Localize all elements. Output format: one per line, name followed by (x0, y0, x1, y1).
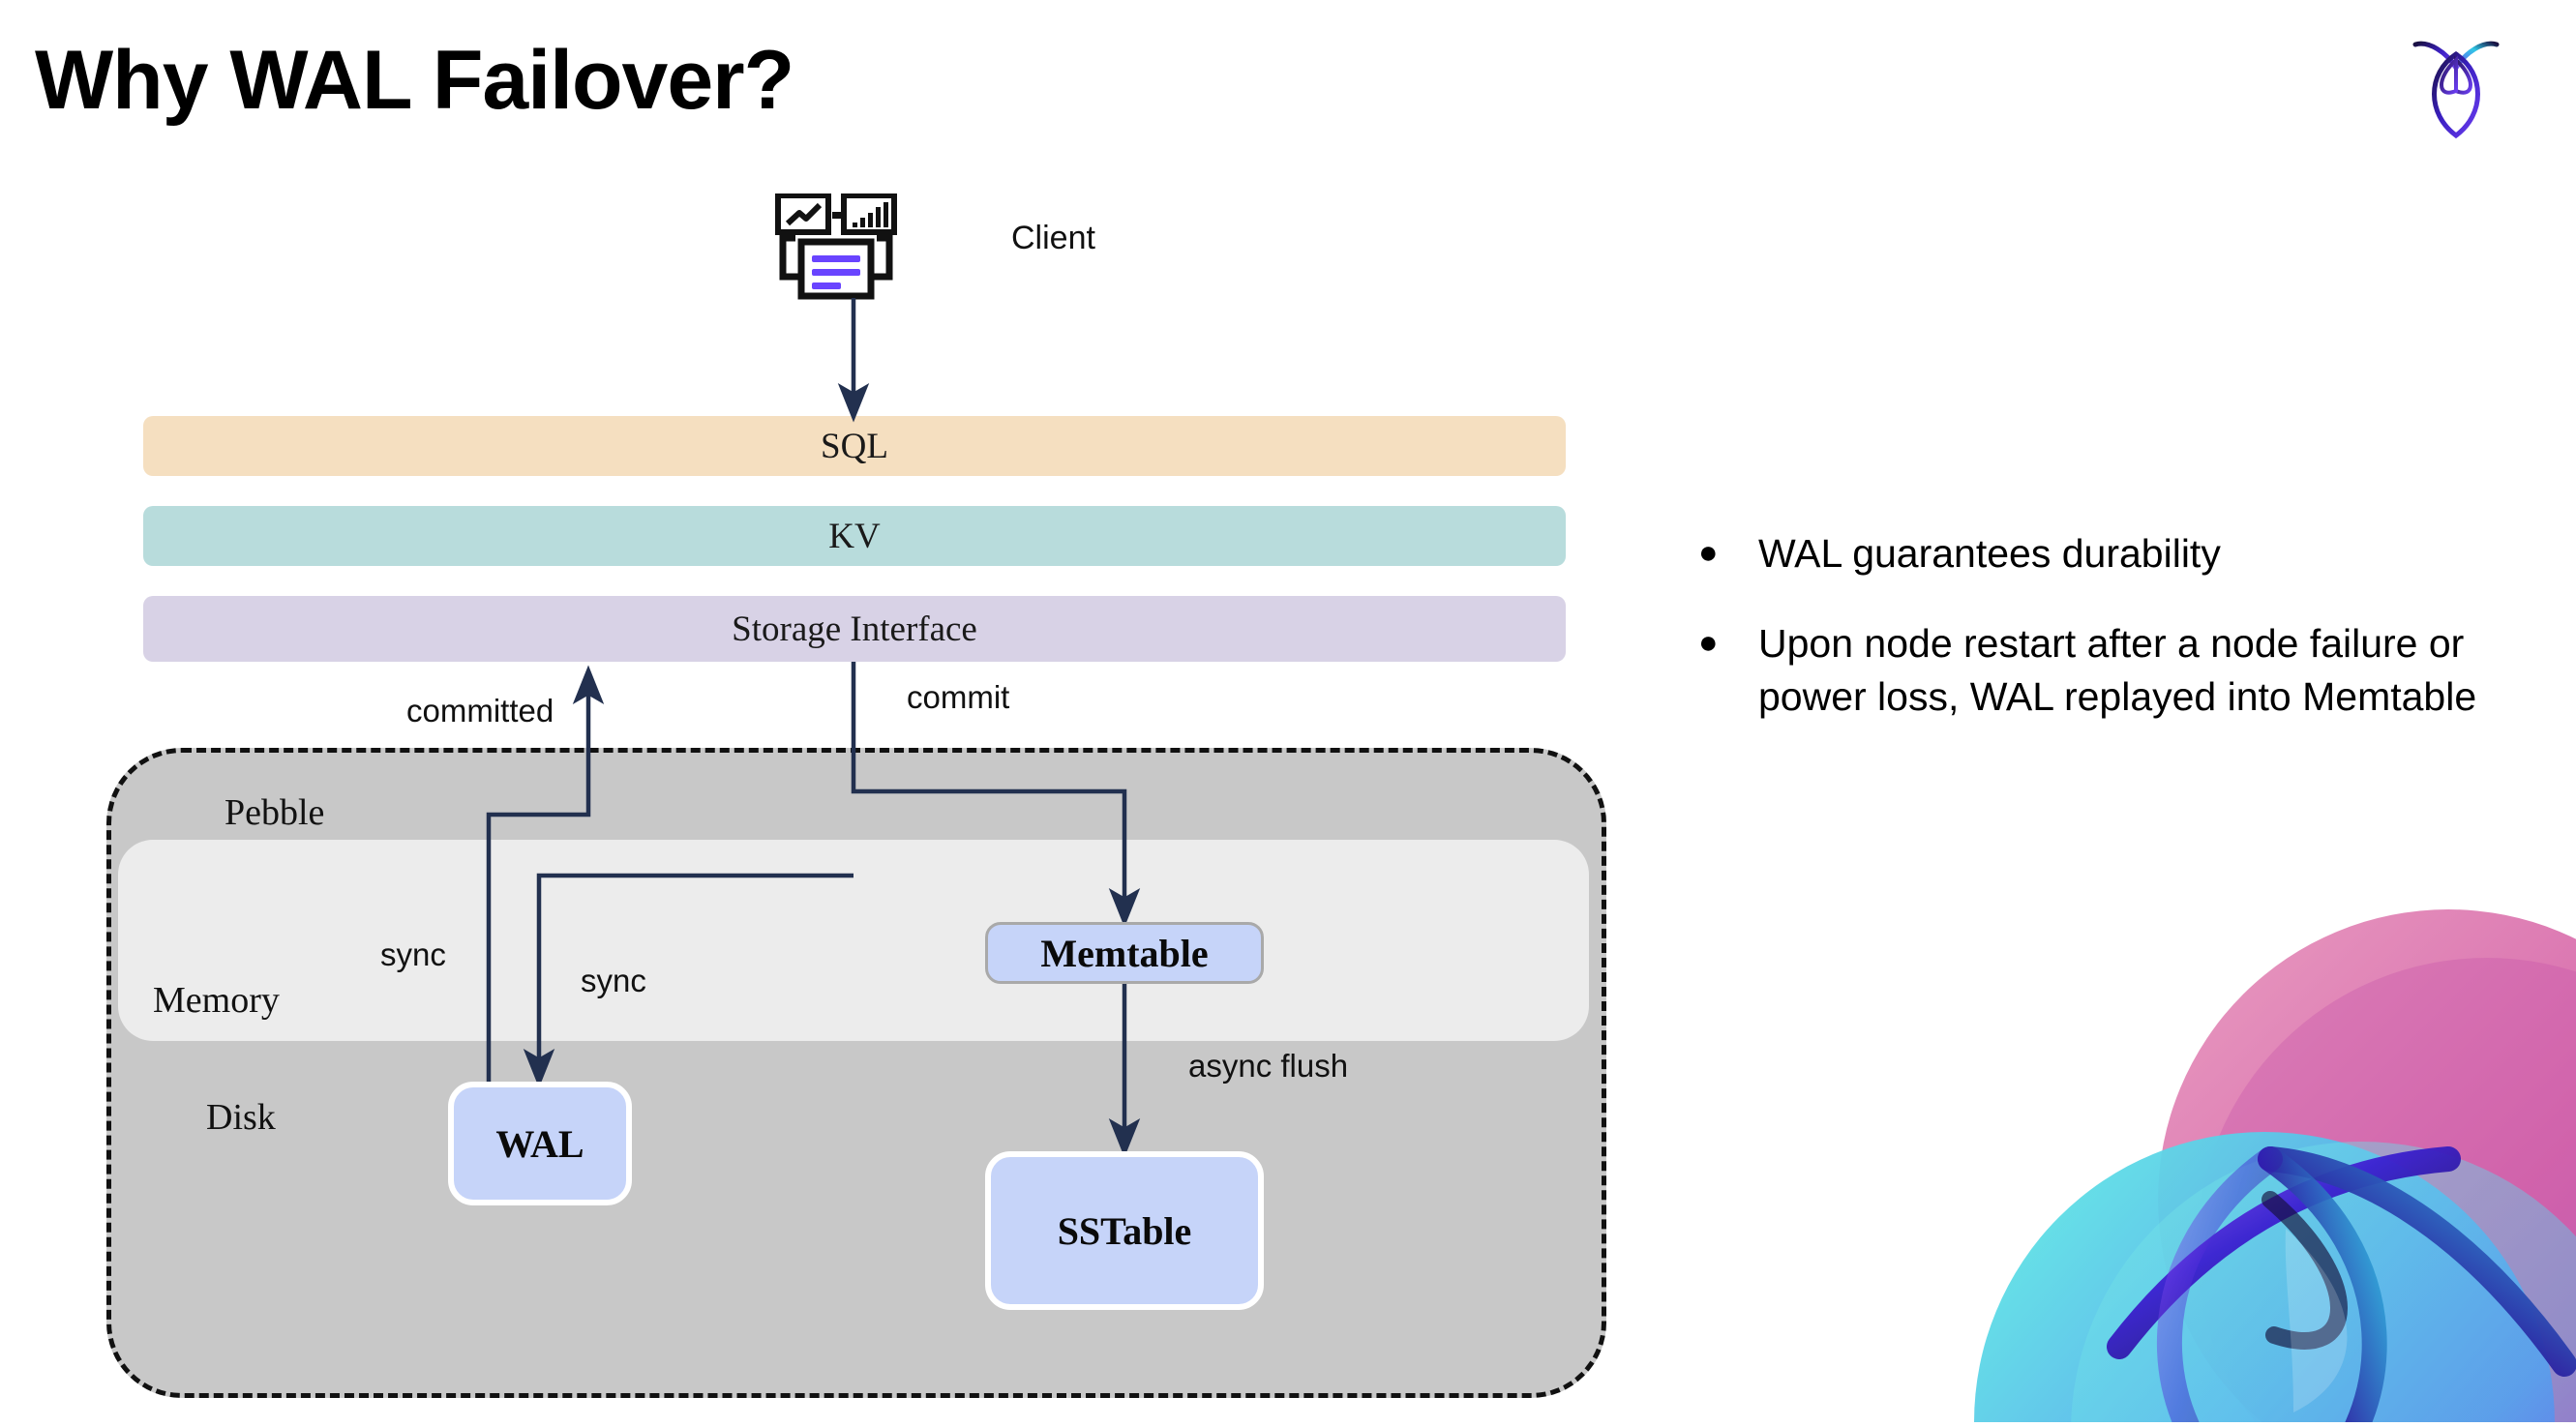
list-item: ● Upon node restart after a node failure… (1698, 617, 2511, 724)
edge-label-async-flush: async flush (1188, 1048, 1349, 1084)
edge-label-commit: commit (907, 679, 1010, 715)
client-label: Client (1011, 220, 1095, 256)
bullet-marker-icon: ● (1698, 623, 1719, 661)
memory-label: Memory (153, 980, 280, 1021)
node-sstable: SSTable (985, 1151, 1264, 1310)
edge-label-committed: committed (406, 693, 554, 728)
cockroach-logo (2411, 31, 2501, 139)
node-label-memtable: Memtable (1040, 931, 1209, 975)
layer-bar-sql: SQL (143, 416, 1566, 476)
layer-label-sql: SQL (821, 426, 888, 466)
client-dashboard-icon (774, 193, 929, 300)
memory-region (118, 840, 1589, 1041)
layer-label-storage-interface: Storage Interface (732, 609, 977, 649)
bullet-list: ● WAL guarantees durability ● Upon node … (1698, 527, 2511, 760)
bullet-marker-icon: ● (1698, 534, 1719, 571)
layer-bar-storage-interface: Storage Interface (143, 596, 1566, 662)
layer-bar-kv: KV (143, 506, 1566, 566)
bullet-text: Upon node restart after a node failure o… (1758, 620, 2477, 719)
node-label-sstable: SSTable (1057, 1208, 1192, 1253)
bullet-text: WAL guarantees durability (1758, 531, 2221, 576)
node-memtable: Memtable (985, 922, 1264, 984)
page-title: Why WAL Failover? (35, 34, 794, 127)
disk-label: Disk (206, 1097, 276, 1138)
node-wal: WAL (448, 1082, 632, 1205)
node-label-wal: WAL (495, 1121, 584, 1166)
layer-label-kv: KV (828, 516, 881, 556)
pebble-label: Pebble (225, 792, 325, 833)
edge-label-sync-a: sync (380, 936, 446, 972)
decorative-spheres-graphic (1945, 909, 2576, 1427)
edge-label-sync-b: sync (581, 963, 646, 998)
list-item: ● WAL guarantees durability (1698, 527, 2511, 580)
